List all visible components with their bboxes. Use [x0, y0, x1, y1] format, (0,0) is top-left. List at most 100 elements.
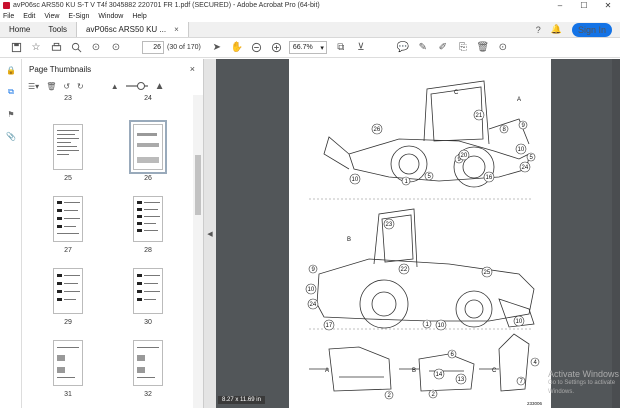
document-page: C A B A B C 26 10 1 5 9 9 10 24 16 — [289, 59, 551, 408]
thumbnail-size-slider[interactable] — [125, 82, 148, 90]
menu-edit[interactable]: Edit — [23, 13, 36, 20]
svg-text:5: 5 — [530, 155, 534, 161]
tab-document[interactable]: avP06sc ARS50 KU ... × — [76, 22, 189, 37]
title-bar: avP06sc ARS50 KU S-T V T4f 3045882 22070… — [0, 0, 620, 11]
close-tab-icon[interactable]: × — [174, 25, 179, 34]
thumbnail-page-29[interactable] — [53, 268, 83, 314]
help-icon[interactable]: ? — [535, 24, 541, 35]
svg-text:B: B — [347, 237, 351, 243]
thumbnail-scrollbar[interactable] — [193, 95, 203, 408]
thumbnail-page-30[interactable] — [133, 268, 163, 314]
menu-file[interactable]: File — [3, 13, 15, 20]
tabbar-right: ? 🔔 Sign In — [536, 22, 620, 37]
zoom-out-icon[interactable] — [249, 40, 265, 56]
tab-bar: Home Tools avP06sc ARS50 KU ... × ? 🔔 Si… — [0, 22, 620, 38]
watermark-line1: Activate Windows — [548, 369, 620, 379]
thumbnail-label: 28 — [144, 247, 152, 254]
zoom-in-icon[interactable] — [269, 40, 285, 56]
select-cursor-icon[interactable]: ➤ — [212, 42, 222, 53]
fit-page-icon[interactable]: ⧉ — [337, 42, 345, 53]
bookmark-star-icon[interactable]: ☆ — [31, 42, 41, 53]
thumbnail-page-32[interactable] — [133, 340, 163, 386]
scroll-mode-icon[interactable]: ⊻ — [357, 42, 365, 53]
highlight-pen-icon[interactable]: ✎ — [418, 42, 428, 53]
svg-text:10: 10 — [438, 323, 445, 329]
thumbnail-page-25[interactable] — [53, 124, 83, 170]
svg-text:C: C — [454, 90, 459, 96]
previous-page-icon[interactable]: ⊙ — [91, 42, 101, 53]
sign-in-button[interactable]: Sign In — [571, 22, 612, 37]
comment-icon[interactable]: 💬 — [396, 42, 410, 53]
thumbnail-label: 29 — [64, 319, 72, 326]
menu-help[interactable]: Help — [132, 13, 147, 20]
svg-text:A: A — [325, 368, 329, 374]
thumbnail-page-27[interactable] — [53, 196, 83, 242]
search-icon[interactable] — [68, 40, 84, 56]
thumbnail-page-31[interactable] — [53, 340, 83, 386]
minimize-icon[interactable]: – — [557, 1, 563, 10]
thumbnail-page-28[interactable] — [133, 196, 163, 242]
svg-text:22: 22 — [401, 267, 408, 273]
notification-bell-icon[interactable]: 🔔 — [550, 24, 562, 34]
rotate-ccw-icon[interactable]: ↺ — [63, 81, 71, 91]
delete-icon[interactable]: 🗑 — [476, 42, 490, 53]
bookmarks-icon[interactable]: ⚑ — [7, 109, 15, 119]
svg-text:2: 2 — [388, 393, 392, 399]
activate-windows-watermark: Activate Windows Go to Settings to activ… — [548, 370, 620, 397]
svg-text:17: 17 — [326, 323, 333, 329]
document-scrollbar[interactable] — [612, 59, 620, 408]
svg-text:20: 20 — [461, 153, 468, 159]
thumbnail-label: 23 — [64, 95, 72, 102]
thumbnail-list[interactable]: 23 24 25 26 27 28 — [22, 95, 192, 408]
hand-tool-icon[interactable]: ✋ — [230, 42, 244, 53]
thumbnails-header: Page Thumbnails × — [22, 59, 203, 79]
thumbnail-page-26[interactable] — [129, 120, 167, 174]
svg-text:9: 9 — [312, 267, 316, 273]
svg-text:6: 6 — [451, 352, 455, 358]
thumbnail-label: 24 — [144, 95, 152, 102]
draw-icon[interactable]: ✐ — [438, 42, 448, 53]
tab-tools[interactable]: Tools — [48, 25, 68, 34]
save-icon[interactable] — [8, 40, 24, 56]
options-menu-icon[interactable]: ☰▾ — [28, 81, 40, 91]
print-icon[interactable] — [48, 40, 64, 56]
svg-text:9: 9 — [522, 123, 526, 129]
small-mountain-icon: ▲ — [110, 81, 119, 91]
rotate-cw-icon[interactable]: ↻ — [77, 81, 84, 91]
scrollbar-thumb[interactable] — [195, 155, 201, 215]
more-tools-icon[interactable]: ⊙ — [498, 42, 508, 53]
svg-text:C: C — [492, 368, 497, 374]
window-controls: – ☐ ✕ — [548, 0, 620, 11]
menu-window[interactable]: Window — [98, 13, 124, 20]
menu-bar: File Edit View E-Sign Window Help — [0, 11, 620, 22]
svg-text:8: 8 — [503, 127, 507, 133]
svg-text:10: 10 — [516, 319, 523, 325]
svg-text:10: 10 — [308, 287, 315, 293]
next-page-icon[interactable]: ⊙ — [111, 42, 121, 53]
menu-esign[interactable]: E-Sign — [68, 13, 90, 20]
page-thumbnails-icon[interactable]: ⧉ — [8, 87, 14, 96]
delete-page-icon[interactable]: 🗑 — [46, 81, 57, 91]
document-viewer[interactable]: C A B A B C 26 10 1 5 9 9 10 24 16 — [216, 59, 620, 408]
zoom-level-select[interactable]: 66.7%▾ — [288, 41, 327, 54]
tab-home[interactable]: Home — [9, 25, 31, 34]
lock-icon[interactable]: 🔒 — [6, 65, 16, 75]
large-mountain-icon: ▲ — [154, 80, 165, 92]
thumbnail-label: 25 — [64, 175, 72, 182]
panel-collapse-handle[interactable]: ◀ — [204, 59, 216, 408]
thumbnail-label: 27 — [64, 247, 72, 254]
svg-text:24: 24 — [522, 165, 529, 171]
stamp-icon[interactable]: ⎘ — [458, 42, 467, 53]
svg-text:10: 10 — [352, 177, 359, 183]
maximize-icon[interactable]: ☐ — [580, 1, 588, 10]
close-panel-icon[interactable]: × — [189, 64, 195, 74]
svg-text:21: 21 — [476, 113, 483, 119]
document-tab-label: avP06sc ARS50 KU ... — [86, 25, 167, 34]
close-window-icon[interactable]: ✕ — [604, 1, 612, 10]
attachments-icon[interactable]: 📎 — [6, 131, 16, 141]
thumbnails-tools: ☰▾ 🗑 ↺ ↻ ▲ ▲ — [22, 79, 203, 93]
callout-number: 26 10 1 5 9 9 10 24 16 8 5 21 20 23 22 9 — [305, 109, 540, 400]
svg-text:A: A — [517, 97, 521, 103]
menu-view[interactable]: View — [44, 13, 60, 20]
page-number-input[interactable]: 26 — [142, 41, 164, 54]
